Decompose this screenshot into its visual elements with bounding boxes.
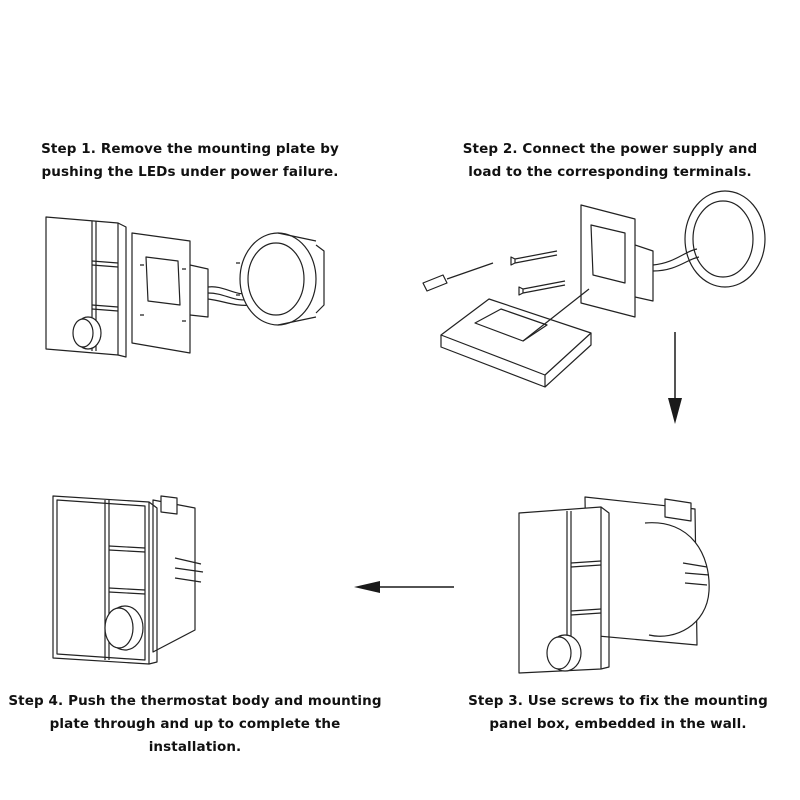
step-3-line-1: Step 3. Use screws to fix the mounting: [468, 693, 768, 709]
thermostat-body: [519, 507, 609, 673]
step-3-line-2: panel box, embedded in the wall.: [489, 716, 747, 732]
step-2-caption: Step 2. Connect the power supply and loa…: [420, 138, 800, 184]
step-1-caption: Step 1. Remove the mounting plate by pus…: [0, 138, 380, 184]
thermostat-body: [46, 217, 126, 357]
wall-box: [645, 499, 709, 636]
mounting-plate: [132, 233, 208, 353]
step-1-illustration: [40, 205, 340, 365]
mounting-plate: [581, 205, 653, 317]
step-1-line-1: Step 1. Remove the mounting plate by: [41, 141, 339, 157]
wall-box: [236, 233, 324, 325]
step-2-illustration: [415, 185, 785, 395]
step-4-caption: Step 4. Push the thermostat body and mou…: [5, 690, 385, 759]
left-arrow-icon: [354, 581, 460, 593]
screws: [511, 251, 565, 295]
step-1-line-2: pushing the LEDs under power failure.: [41, 164, 339, 180]
step-4-illustration: [45, 488, 215, 668]
mounting-plate-side: [153, 496, 203, 652]
step-4-line-2: plate through and up to complete the ins…: [49, 716, 341, 755]
step-2-line-2: load to the corresponding terminals.: [468, 164, 752, 180]
step-4-line-1: Step 4. Push the thermostat body and mou…: [8, 693, 382, 709]
thermostat-base: [441, 289, 591, 387]
step-3-caption: Step 3. Use screws to fix the mounting p…: [428, 690, 800, 736]
wall-box: [653, 191, 765, 287]
thermostat-body: [53, 496, 157, 664]
down-arrow-icon: [668, 330, 682, 424]
screwdriver: [423, 263, 493, 291]
step-3-illustration: [515, 495, 725, 680]
step-2-line-1: Step 2. Connect the power supply and: [462, 141, 758, 157]
